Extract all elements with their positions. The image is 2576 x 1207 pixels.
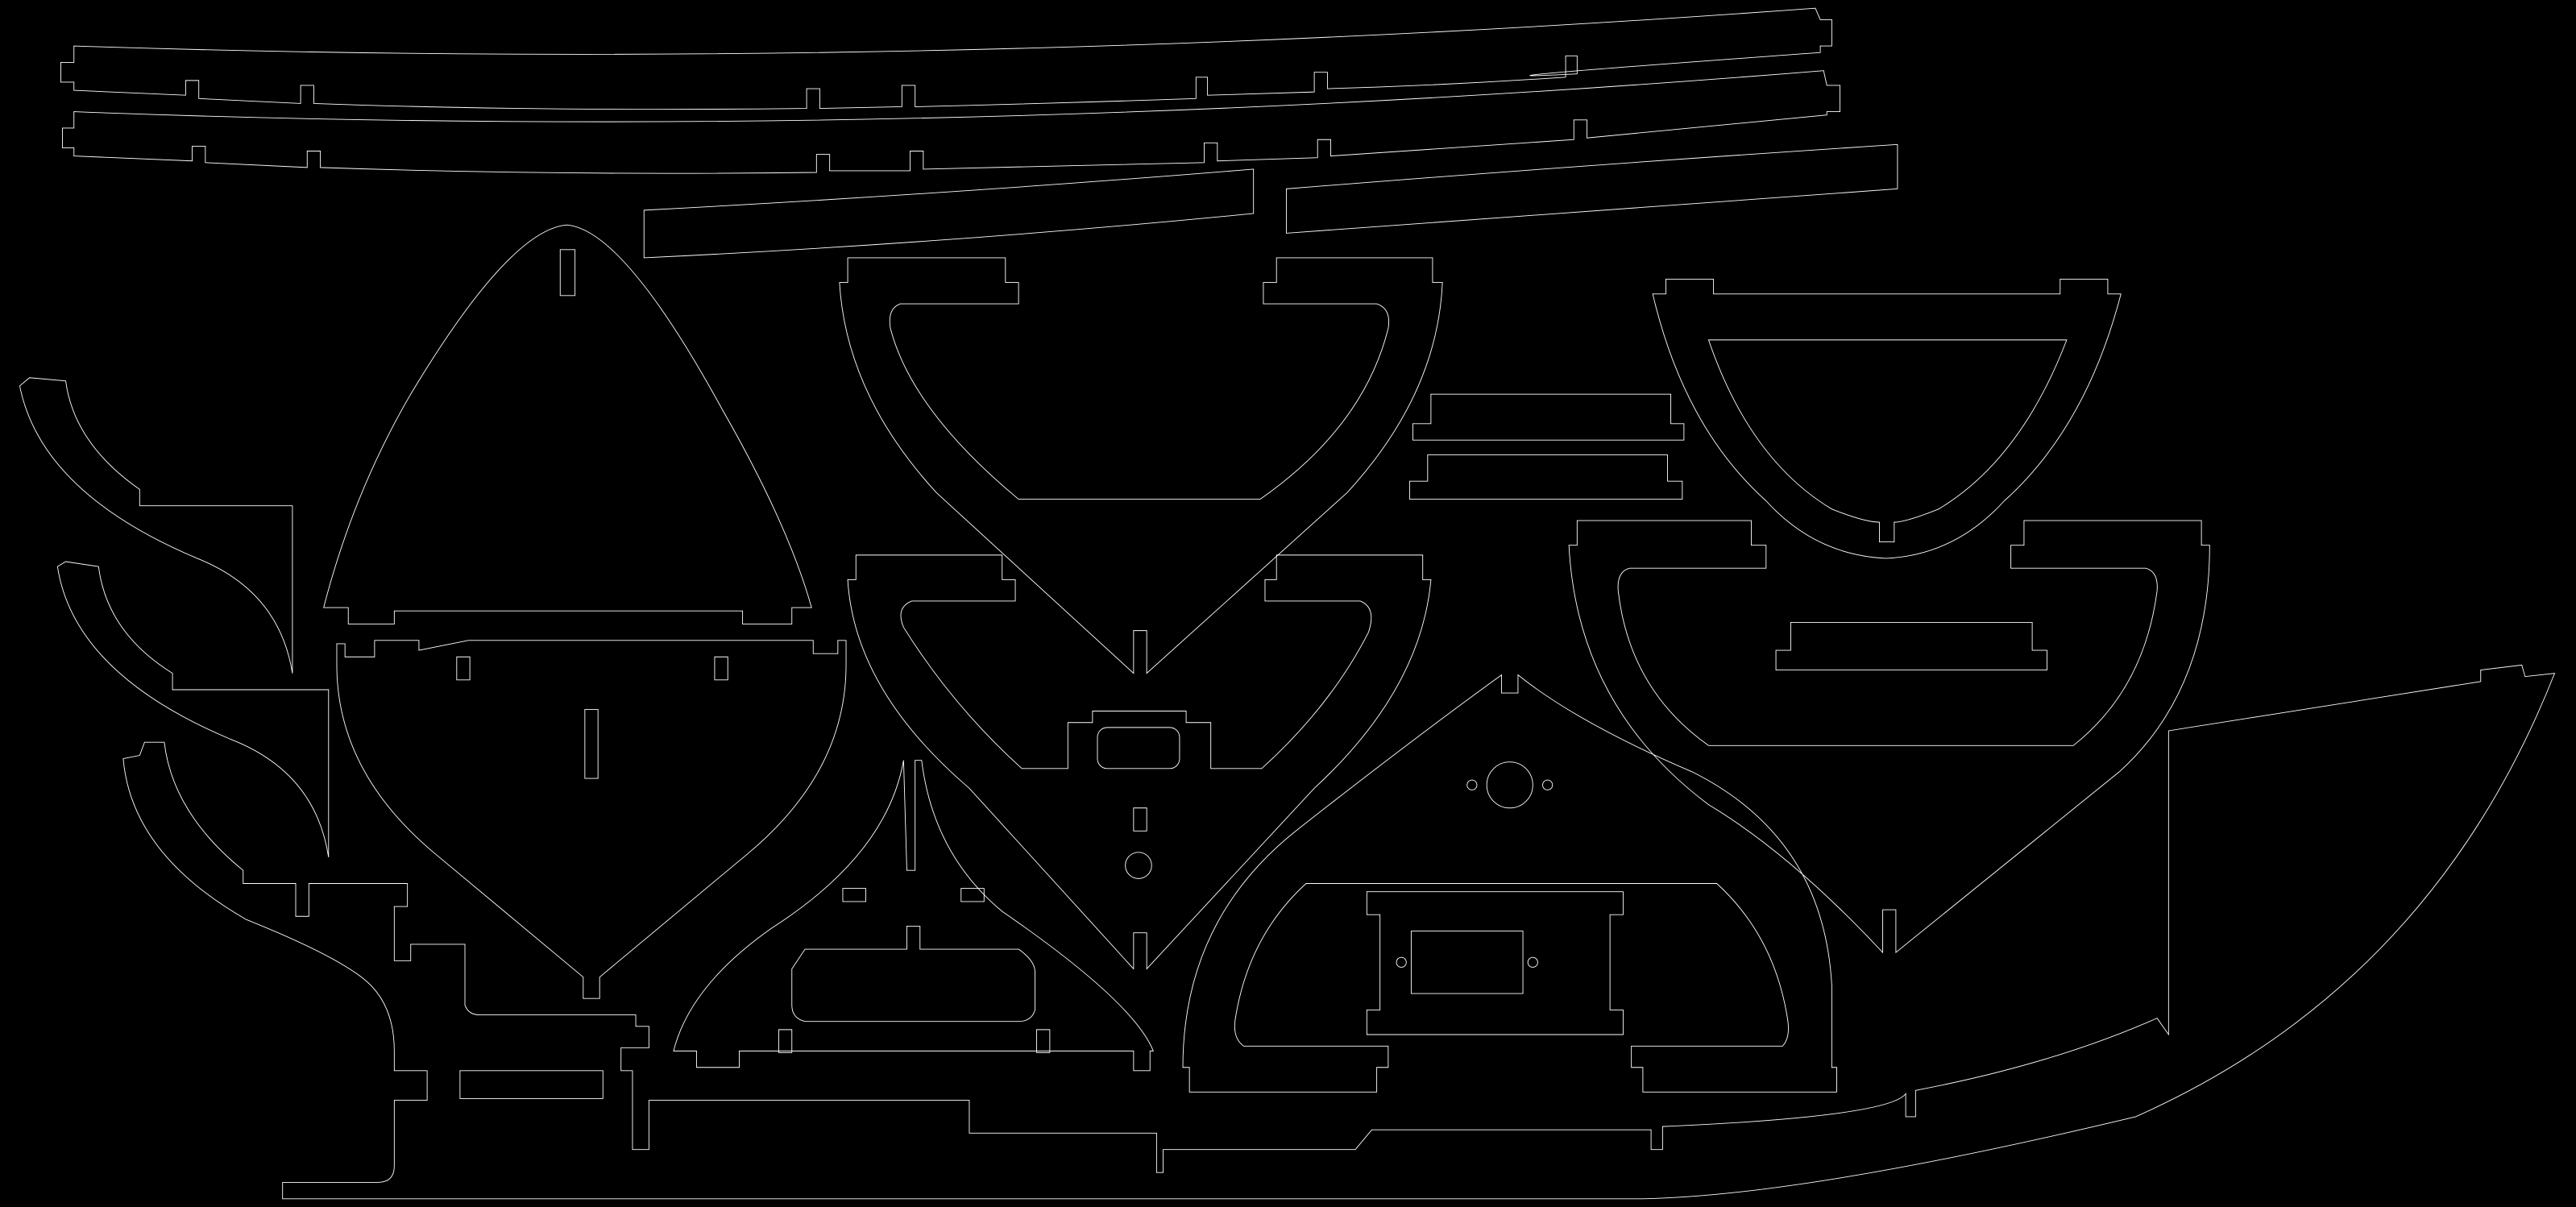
lower-center-frame (674, 761, 1153, 1071)
hull-frame-lower-left (337, 641, 846, 998)
strip-1 (60, 8, 1831, 109)
left-curved-pieces (19, 378, 2554, 1199)
bowl-frame-right (1653, 279, 2121, 558)
u-frame-middle-center (848, 555, 1431, 969)
u-frame-right (1569, 521, 2209, 952)
stand-frame-center (1183, 675, 1836, 1093)
pointed-arch-panel (324, 225, 812, 624)
strip-2 (62, 71, 1840, 174)
small-tabs-pieces (1409, 394, 2047, 670)
strips-short (644, 144, 1898, 258)
u-frame-top-center (840, 258, 1442, 674)
